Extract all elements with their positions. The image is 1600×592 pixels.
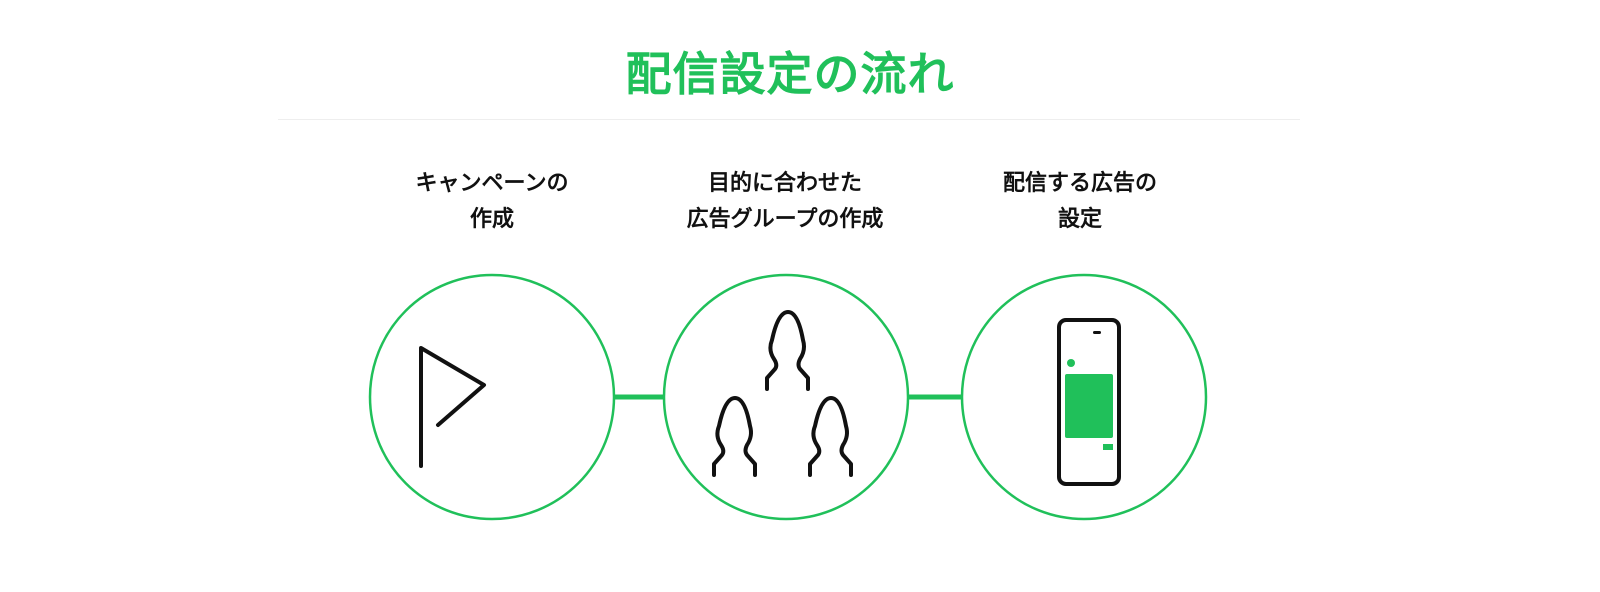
flag-icon — [419, 346, 486, 468]
people-group-icon — [712, 310, 853, 477]
step-2-label: 目的に合わせた 広告グループの作成 — [625, 166, 945, 238]
step-1-label-line2: 作成 — [469, 207, 514, 232]
step-2-label-line2: 広告グループの作成 — [686, 207, 884, 232]
step-2-label-line1: 目的に合わせた — [707, 171, 862, 196]
step-1-label-line1: キャンペーンの — [415, 171, 569, 196]
smartphone-ad-icon — [1057, 318, 1121, 486]
divider — [278, 119, 1300, 120]
step-3-label: 配信する広告の 設定 — [920, 166, 1240, 238]
step-1-circle — [368, 273, 616, 521]
step-1-label: キャンペーンの 作成 — [332, 166, 652, 238]
page-title: 配信設定の流れ — [625, 47, 955, 101]
step-3-label-line1: 配信する広告の — [1002, 171, 1157, 196]
step-3-label-line2: 設定 — [1057, 207, 1102, 232]
